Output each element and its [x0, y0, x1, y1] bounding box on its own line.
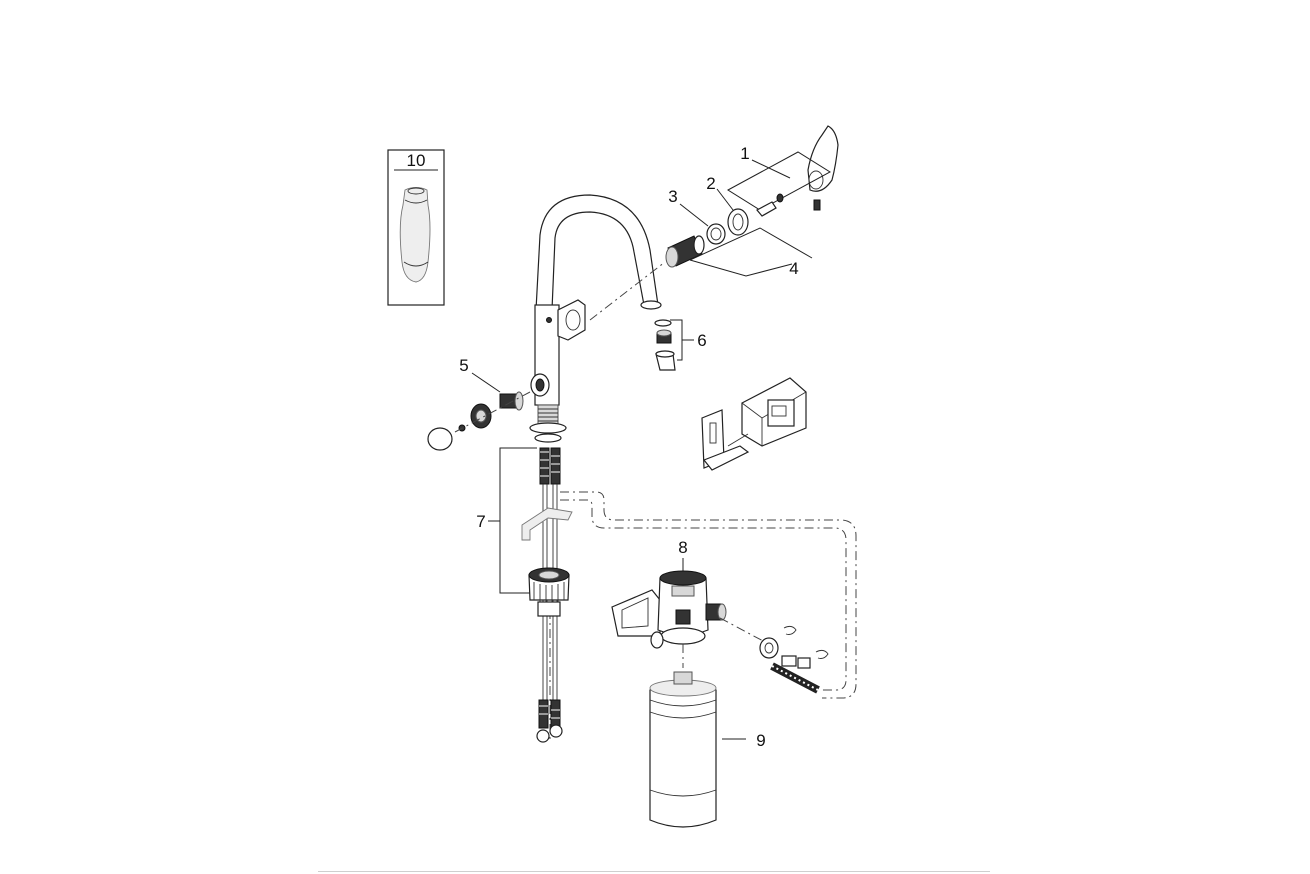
- callout-6: 6: [697, 331, 706, 350]
- callout-10: 10: [407, 151, 426, 170]
- part-10-inset: 10: [387, 149, 445, 306]
- aerator-assembly: 6: [654, 319, 707, 371]
- callout-1: 1: [740, 144, 749, 163]
- callout-3: 3: [668, 187, 677, 206]
- cartridge-assembly: 1 2 3 4: [589, 125, 839, 321]
- filter-water-line: [560, 491, 857, 699]
- faucet-body: [529, 194, 662, 443]
- filter-bottle-icon: [399, 187, 431, 283]
- bottom-divider: [318, 871, 990, 872]
- callout-4: 4: [789, 259, 798, 278]
- callout-9: 9: [756, 731, 765, 750]
- filter-cartridge: 9: [649, 671, 766, 828]
- callout-7: 7: [476, 512, 485, 531]
- filter-head: 8: [611, 538, 829, 694]
- supply-hoses: 7: [476, 447, 573, 743]
- side-valve-assembly: 5: [427, 356, 531, 451]
- battery-pack: [701, 377, 807, 471]
- callout-5: 5: [459, 356, 468, 375]
- callout-8: 8: [678, 538, 687, 557]
- callout-2: 2: [706, 174, 715, 193]
